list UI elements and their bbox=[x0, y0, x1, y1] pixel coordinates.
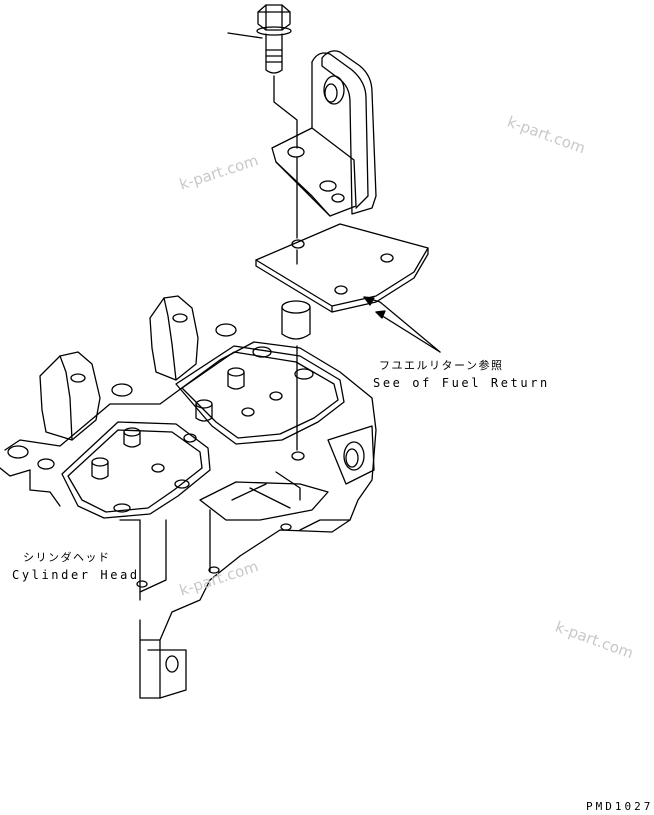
bolt-part bbox=[227, 4, 298, 149]
bolt-leader-line bbox=[227, 32, 263, 39]
fuel-return-leader bbox=[363, 296, 441, 353]
bolt-shank bbox=[265, 33, 283, 74]
bracket-part bbox=[271, 50, 377, 239]
figure-code: PMD1027 bbox=[586, 800, 654, 813]
gasket-plate-part bbox=[255, 223, 429, 313]
cylinder-head-part bbox=[0, 295, 377, 699]
fuel-return-label-en: See of Fuel Return bbox=[373, 376, 550, 390]
bolt-centerline bbox=[273, 75, 298, 149]
bolt-head bbox=[257, 4, 291, 31]
cylinder-head-label-en: Cylinder Head bbox=[12, 568, 140, 582]
fuel-return-label-jp: フユエルリターン参照 bbox=[379, 359, 504, 372]
cylinder-head-label-jp: シリンダヘッド bbox=[23, 551, 111, 564]
